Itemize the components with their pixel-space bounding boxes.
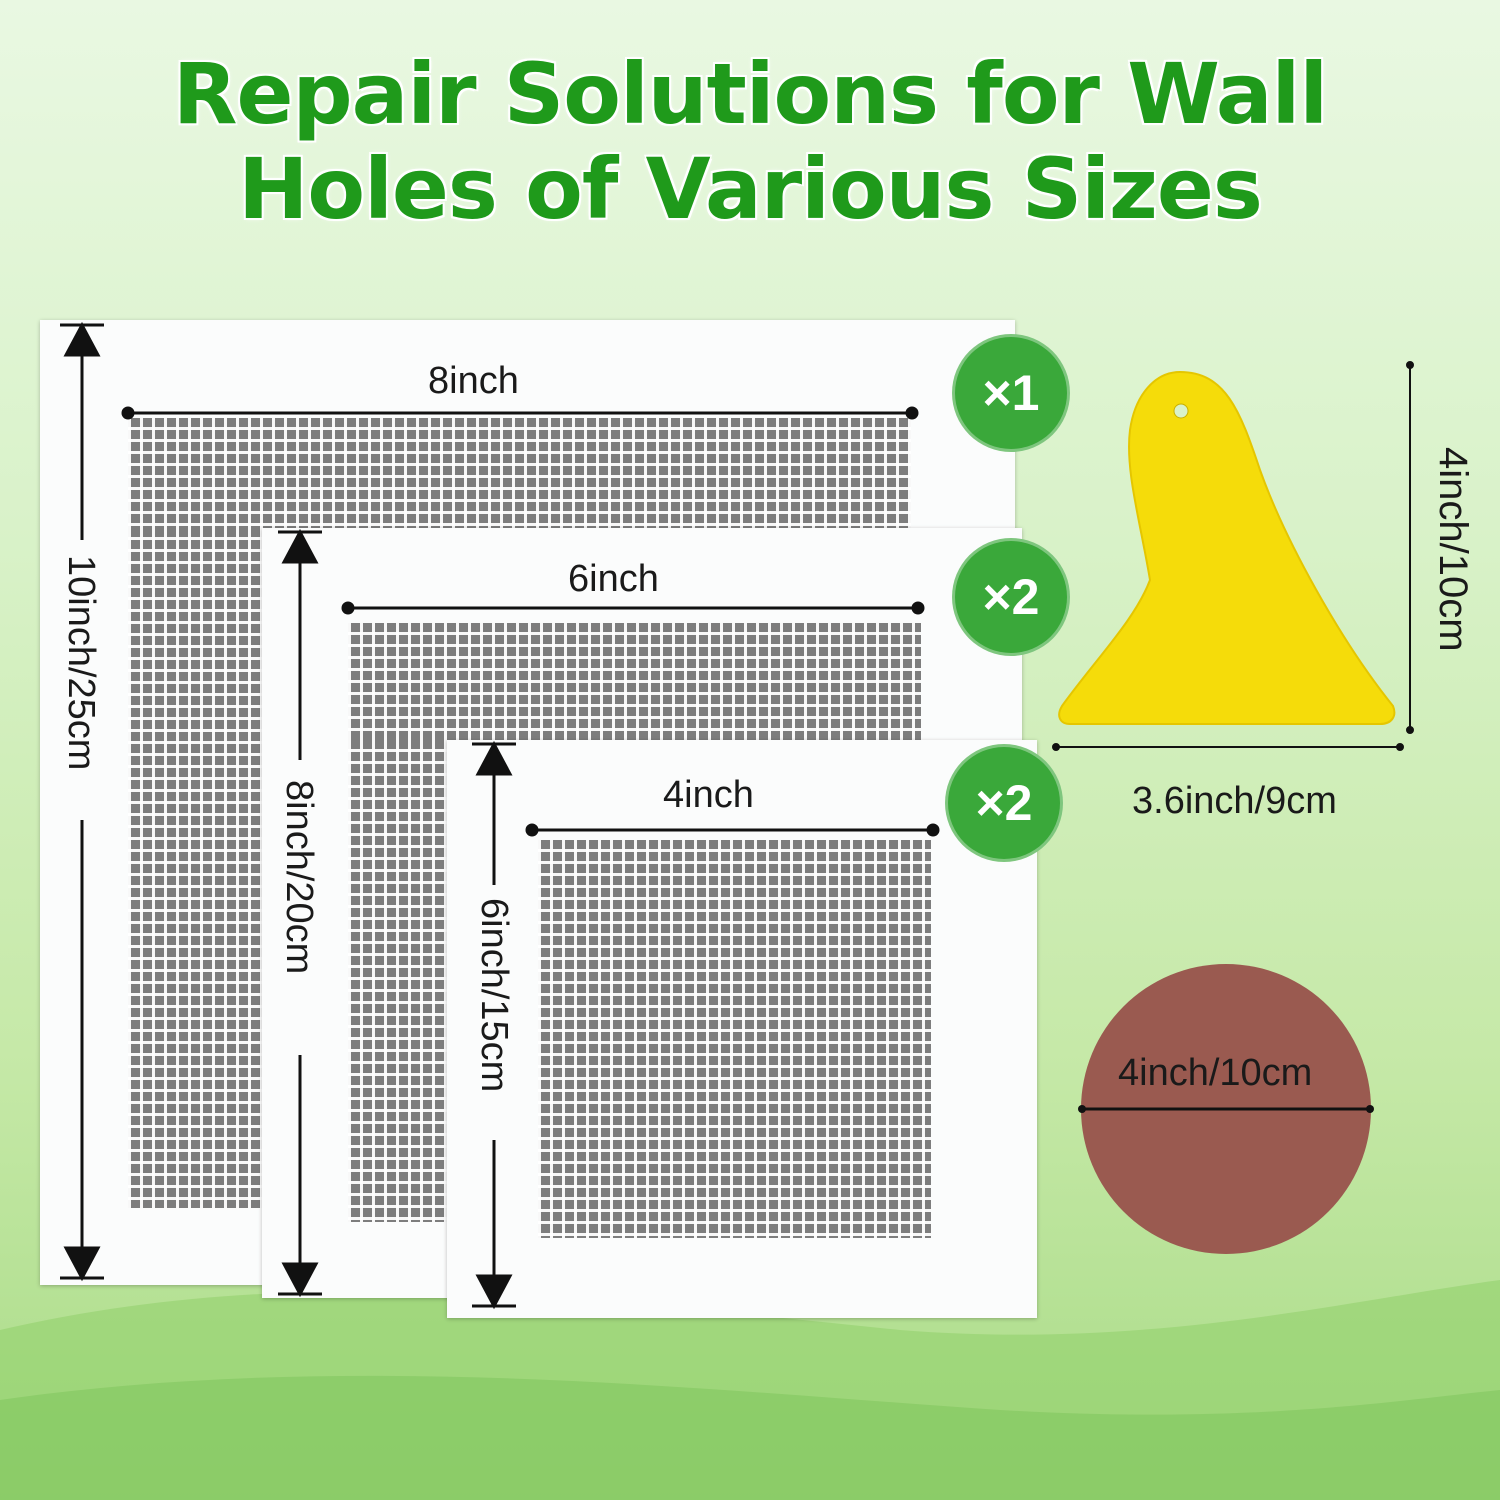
title-line-1: Repair Solutions for Wall xyxy=(172,45,1328,143)
scraper-height-label: 4inch/10cm xyxy=(1431,447,1475,652)
quantity-badge-small: ×2 xyxy=(945,744,1063,862)
width-label-large: 8inch xyxy=(428,360,519,402)
mesh-medium xyxy=(348,623,921,740)
mesh-large xyxy=(128,418,911,528)
quantity-badge-medium: ×2 xyxy=(952,538,1070,656)
mesh-medium-left xyxy=(348,740,448,1222)
width-label-small: 4inch xyxy=(663,774,754,816)
sanding-disc xyxy=(1078,964,1374,1254)
width-label-medium: 6inch xyxy=(568,558,659,600)
scraper-width-label: 3.6inch/9cm xyxy=(1132,780,1337,822)
scraper-dimension-lines xyxy=(1052,361,1414,751)
disc-diameter-label: 4inch/10cm xyxy=(1118,1052,1313,1094)
putty-scraper xyxy=(1058,370,1396,725)
title-line-2: Holes of Various Sizes xyxy=(238,140,1263,238)
quantity-badge-large: ×1 xyxy=(952,334,1070,452)
mesh-large-left xyxy=(128,528,263,1208)
mesh-small xyxy=(538,840,931,1238)
